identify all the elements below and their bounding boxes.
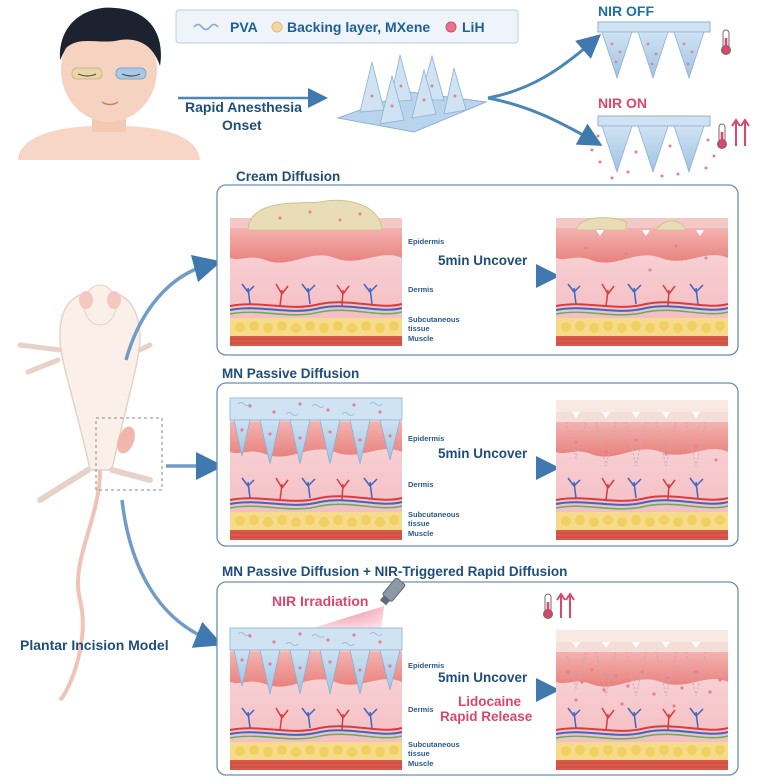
thermometer-icon-panel (543, 593, 553, 619)
legend-pva: PVA (230, 19, 258, 35)
rapid-onset-line1: Rapid Anesthesia (185, 99, 302, 115)
layer-dermis-1: Dermis (408, 285, 433, 294)
nir-irradiation-label: NIR Irradiation (272, 593, 368, 609)
arrow-label-nir: 5min Uncover (438, 670, 528, 685)
layer-subcutaneous-2: Subcutaneous (408, 510, 460, 519)
nir-off-label: NIR OFF (598, 3, 654, 19)
layer-tissue-2: tissue (408, 519, 430, 528)
layer-muscle-3: Muscle (408, 759, 433, 768)
panel-title-nir: MN Passive Diffusion + NIR-Triggered Rap… (222, 564, 567, 579)
layer-muscle-2: Muscle (408, 529, 433, 538)
layer-dermis-3: Dermis (408, 705, 433, 714)
backing-legend-icon (271, 21, 283, 33)
layer-muscle-1: Muscle (408, 334, 433, 343)
lidocaine-label: Lidocaine (458, 694, 522, 709)
layer-epidermis-3: Epidermis (408, 661, 444, 670)
person-illustration (18, 7, 200, 160)
nir-on-array (590, 115, 716, 180)
rising-arrows-icon (731, 118, 750, 146)
layer-tissue-1: tissue (408, 324, 430, 333)
rapid-release-label: Rapid Release (440, 709, 533, 724)
layer-epidermis-1: Epidermis (408, 237, 444, 246)
rising-arrows-panel-icon (556, 592, 575, 618)
layer-subcutaneous-3: Subcutaneous (408, 740, 460, 749)
legend-backing: Backing layer, MXene (287, 19, 430, 35)
skin-after-nir (555, 630, 729, 771)
skin-after-mn (555, 400, 729, 541)
thermometer-icon-hot (717, 123, 727, 149)
thermometer-icon (721, 29, 731, 55)
layer-epidermis-2: Epidermis (408, 434, 444, 443)
layer-dermis-2: Dermis (408, 480, 433, 489)
arrow-label-cream: 5min Uncover (438, 253, 528, 268)
skin-before-mn (229, 411, 403, 541)
pva-legend-icon (193, 23, 219, 31)
arrow-label-mn-passive: 5min Uncover (438, 446, 528, 461)
panel-title-cream: Cream Diffusion (236, 169, 340, 184)
model-label: Plantar Incision Model (20, 637, 169, 653)
nir-on-label: NIR ON (598, 95, 647, 111)
lih-legend-icon (445, 21, 457, 33)
laser-icon (379, 577, 406, 606)
layer-tissue-3: tissue (408, 749, 430, 758)
panel-title-mn-passive: MN Passive Diffusion (222, 366, 359, 381)
legend-lih: LiH (462, 19, 485, 35)
skin-before-cream (229, 199, 403, 347)
legend-box: PVA Backing layer, MXene LiH (175, 9, 519, 44)
rapid-onset-line2: Onset (222, 117, 262, 133)
microneedle-patch (336, 54, 488, 133)
skin-after-cream (555, 217, 729, 347)
skin-before-nir (229, 641, 403, 771)
layer-subcutaneous-1: Subcutaneous (408, 315, 460, 324)
nir-off-array (597, 21, 711, 80)
rat-illustration (17, 284, 163, 702)
